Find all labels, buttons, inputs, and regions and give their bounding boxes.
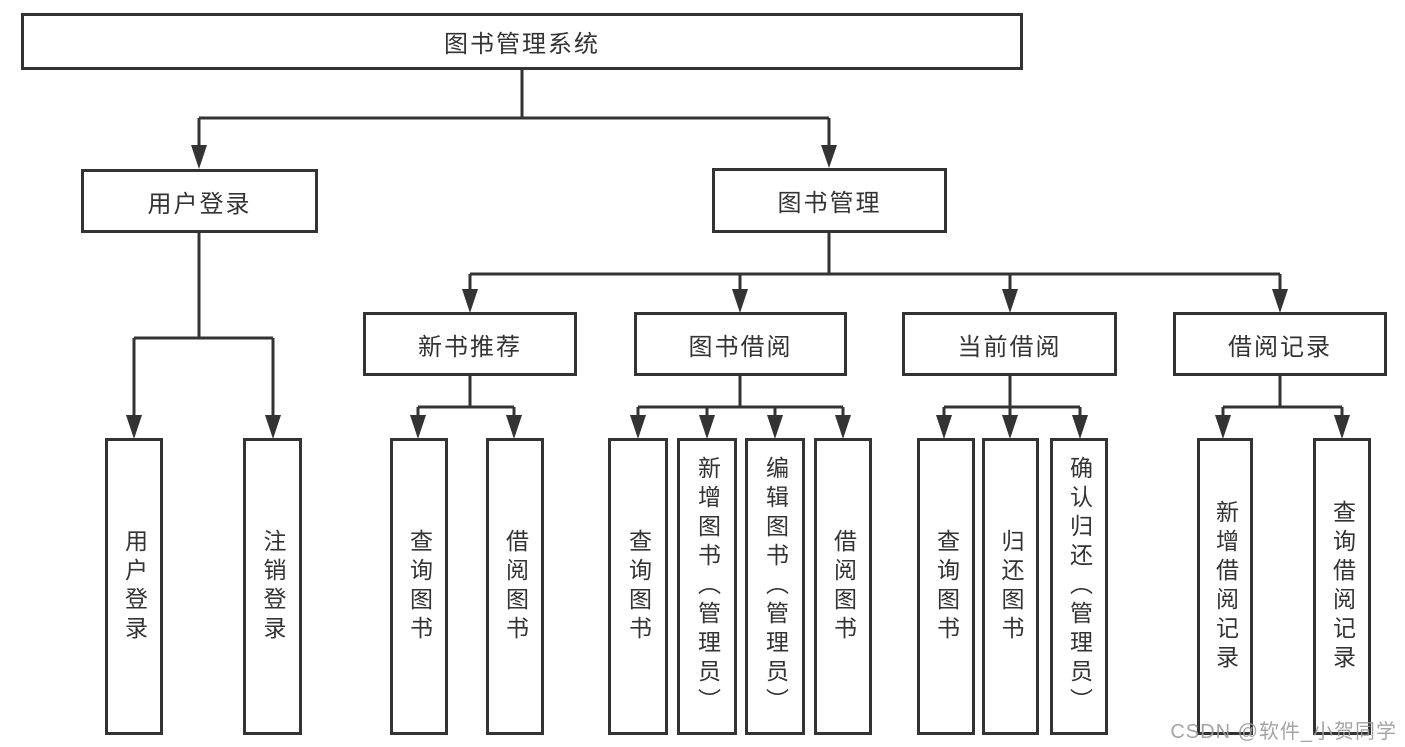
node-label: 查询图书 [406, 528, 433, 645]
node-logout-leaf: 注销登录 [243, 438, 302, 735]
node-edit-books-admin-leaf: 编辑图书（管理员） [745, 438, 805, 735]
node-add-books-admin-leaf: 新增图书（管理员） [677, 438, 737, 735]
node-user-login-leaf: 用户登录 [105, 438, 163, 735]
node-label: 查询图书 [625, 528, 652, 645]
node-root-label: 图书管理系统 [444, 31, 600, 58]
node-label: 借阅记录 [1228, 333, 1332, 361]
node-label: 图书借阅 [688, 333, 793, 361]
node-query-books-leaf: 查询图书 [608, 438, 668, 735]
node-book-management-branch: 图书管理 [712, 168, 947, 233]
node-label: 新增借阅记录 [1212, 499, 1239, 674]
node-borrow-record: 借阅记录 [1173, 312, 1387, 376]
watermark-text: CSDN @软件_小贺同学 [1170, 721, 1397, 743]
node-query-borrow-record-leaf: 查询借阅记录 [1313, 438, 1371, 735]
node-borrow-books-leaf: 借阅图书 [486, 438, 544, 735]
node-label: 新书推荐 [418, 333, 522, 361]
node-label: 当前借阅 [957, 333, 1062, 361]
node-confirm-return-admin-leaf: 确认归还（管理员） [1050, 438, 1108, 735]
node-label: 用户登录 [147, 190, 252, 218]
node-label: 确认归还（管理员） [1066, 456, 1093, 717]
node-label: 新增图书（管理员） [694, 456, 721, 717]
arrowheads [126, 145, 1350, 439]
node-root: 图书管理系统 [21, 13, 1023, 70]
node-book-borrow: 图书借阅 [634, 312, 847, 376]
node-add-borrow-record-leaf: 新增借阅记录 [1197, 438, 1253, 735]
node-label: 编辑图书（管理员） [762, 456, 789, 717]
node-label: 借阅图书 [830, 528, 857, 645]
node-current-borrow: 当前借阅 [902, 312, 1117, 376]
node-label: 归还图书 [998, 528, 1024, 645]
node-query-books-leaf: 查询图书 [390, 438, 448, 735]
node-borrow-books-leaf: 借阅图书 [814, 438, 872, 735]
node-query-books-leaf: 查询图书 [917, 438, 975, 735]
node-label: 查询借阅记录 [1329, 499, 1356, 674]
node-label: 注销登录 [260, 528, 286, 645]
node-label: 用户登录 [121, 528, 148, 645]
node-return-books-leaf: 归还图书 [982, 438, 1039, 735]
node-new-book-recommend: 新书推荐 [363, 312, 577, 376]
node-user-login-branch: 用户登录 [81, 169, 318, 233]
node-label: 图书管理 [777, 190, 882, 217]
node-label: 借阅图书 [502, 528, 529, 645]
node-label: 查询图书 [933, 528, 960, 645]
